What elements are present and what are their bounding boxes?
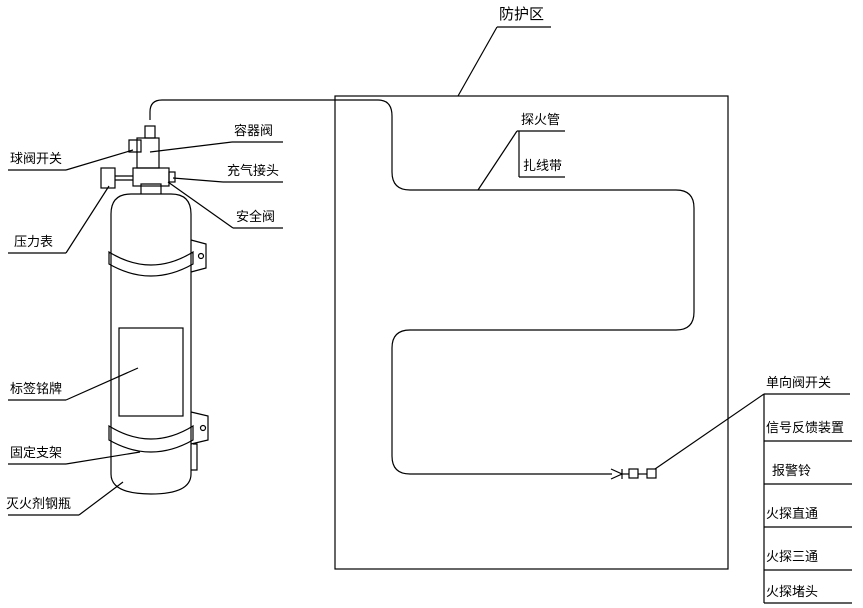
legend-item-end-plug: 火探堵头 xyxy=(766,585,819,600)
leader-nameplate xyxy=(65,367,139,401)
valve-body xyxy=(132,167,170,187)
leader-cylinder xyxy=(78,481,124,516)
legend-item-straight-connector: 火探直通 xyxy=(766,507,819,522)
charging-joint-body xyxy=(168,171,176,183)
pressure-gauge-body xyxy=(100,167,116,189)
label-nameplate: 标签铭牌 xyxy=(10,382,63,397)
cylinder-neck xyxy=(140,183,162,194)
signal-device-square-1 xyxy=(628,468,639,479)
label-extinguisher-cylinder: 灭火剂钢瓶 xyxy=(6,497,72,512)
legend-item-check-valve-switch: 单向阀开关 xyxy=(766,376,832,391)
label-ball-valve-switch: 球阀开关 xyxy=(10,152,63,167)
leader-bracket xyxy=(65,451,141,465)
ball-valve-handle xyxy=(128,139,142,153)
top-band xyxy=(108,250,194,277)
cylinder-body xyxy=(110,193,192,495)
fire-detection-tube xyxy=(149,99,695,475)
legend-item-alarm-bell: 报警铃 xyxy=(772,464,812,479)
lower-bracket-hole xyxy=(199,424,207,432)
valve-cap xyxy=(144,125,156,139)
leader-charging-joint xyxy=(172,177,224,183)
leader-pressure-gauge xyxy=(65,185,110,254)
label-fixing-bracket: 固定支架 xyxy=(10,446,63,461)
top-bracket-ear xyxy=(190,239,207,273)
legend-item-tee-connector: 火探三通 xyxy=(766,550,819,565)
container-valve-body xyxy=(136,137,160,169)
label-pressure-gauge: 压力表 xyxy=(14,235,54,250)
leader-container-valve xyxy=(149,141,233,153)
signal-device-square-2 xyxy=(646,468,657,479)
check-valve-symbol xyxy=(610,468,624,480)
label-fire-detection-tube: 探火管 xyxy=(521,113,561,128)
zone-leader-line xyxy=(457,26,498,97)
leader-ball-valve xyxy=(65,149,134,171)
tube-leader-line xyxy=(477,130,518,191)
legend-leader-line xyxy=(654,393,765,470)
lower-band xyxy=(108,424,194,453)
nameplate-panel xyxy=(118,327,184,417)
label-charging-joint: 充气接头 xyxy=(227,164,280,179)
legend-item-signal-feedback: 信号反馈装置 xyxy=(766,421,845,436)
zone-title: 防护区 xyxy=(499,5,545,23)
protection-zone-box xyxy=(334,95,729,570)
bracket-base xyxy=(191,443,198,471)
label-container-valve: 容器阀 xyxy=(234,124,274,139)
lower-bracket-ear xyxy=(190,411,209,445)
top-bracket-hole xyxy=(197,252,205,260)
leader-safety-valve xyxy=(167,181,234,229)
label-cable-tie: 扎线带 xyxy=(523,159,563,174)
label-safety-valve: 安全阀 xyxy=(236,210,276,225)
